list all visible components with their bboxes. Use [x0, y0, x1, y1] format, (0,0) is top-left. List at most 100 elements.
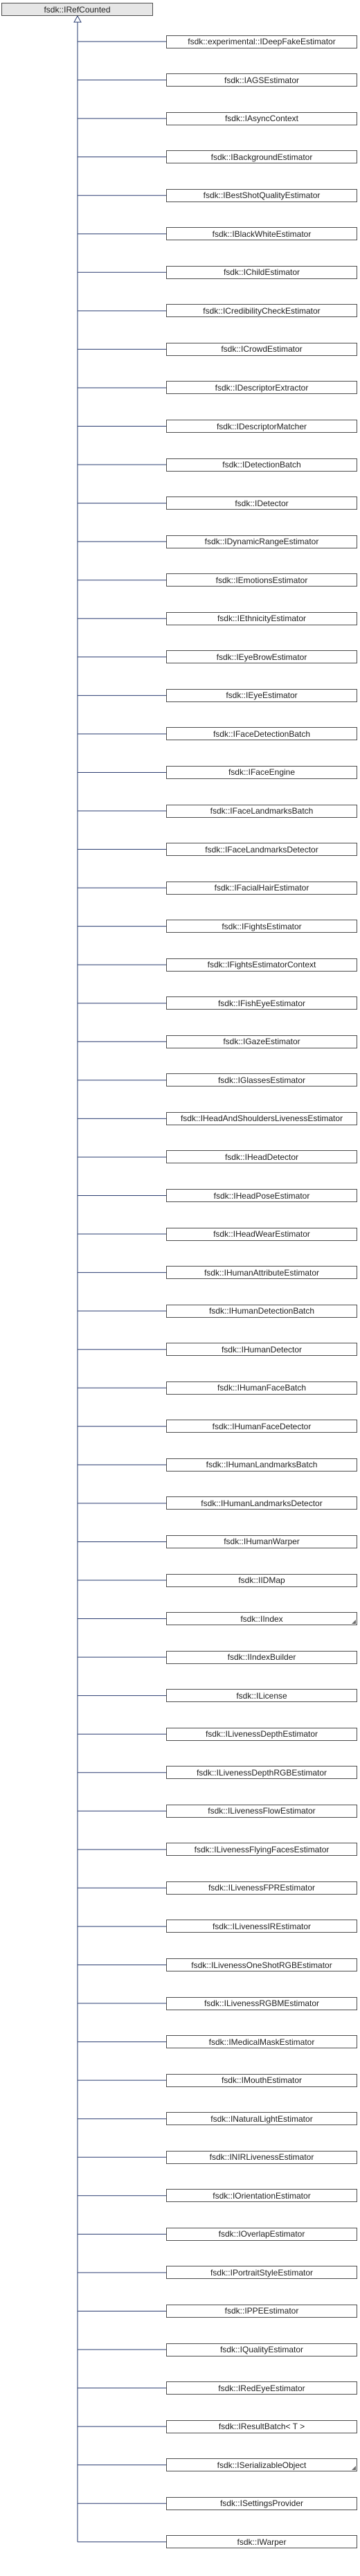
class-node[interactable]: fsdk::IDescriptorExtractor: [166, 381, 357, 395]
class-label: fsdk::IIndex: [240, 1613, 283, 1624]
class-node[interactable]: fsdk::IHeadPoseEstimator: [166, 1189, 357, 1202]
class-node[interactable]: fsdk::IDynamicRangeEstimator: [166, 535, 357, 548]
class-node[interactable]: fsdk::IHumanLandmarksDetector: [166, 1496, 357, 1510]
collapsed-subclasses-icon: [352, 2466, 356, 2471]
class-node[interactable]: fsdk::IHeadWearEstimator: [166, 1227, 357, 1241]
class-label: fsdk::IHumanFaceDetector: [212, 1421, 312, 1431]
class-label: fsdk::ILivenessDepthEstimator: [205, 1729, 318, 1739]
class-label: fsdk::ILivenessFlyingFacesEstimator: [194, 1844, 330, 1854]
class-node[interactable]: fsdk::IHumanWarper: [166, 1535, 357, 1548]
class-label: fsdk::IFaceLandmarksDetector: [205, 844, 318, 855]
class-node[interactable]: fsdk::IHumanLandmarksBatch: [166, 1458, 357, 1472]
class-node[interactable]: fsdk::IEyeBrowEstimator: [166, 650, 357, 664]
class-node[interactable]: fsdk::IHumanFaceBatch: [166, 1381, 357, 1395]
class-node[interactable]: fsdk::IFightsEstimator: [166, 920, 357, 933]
class-node[interactable]: fsdk::IHumanAttributeEstimator: [166, 1266, 357, 1280]
class-node[interactable]: fsdk::IDescriptorMatcher: [166, 420, 357, 433]
class-label: fsdk::IFightsEstimator: [222, 921, 302, 931]
class-label: fsdk::IFacialHairEstimator: [214, 883, 309, 893]
class-label: fsdk::IHumanWarper: [224, 1537, 300, 1547]
class-node[interactable]: fsdk::IDetectionBatch: [166, 458, 357, 472]
class-label: fsdk::IHeadWearEstimator: [213, 1229, 310, 1240]
class-node[interactable]: fsdk::IFacialHairEstimator: [166, 881, 357, 895]
collapsed-subclasses-icon: [352, 1620, 356, 1625]
class-node[interactable]: fsdk::IPortraitStyleEstimator: [166, 2266, 357, 2280]
class-node[interactable]: fsdk::experimental::IDeepFakeEstimator: [166, 35, 357, 48]
class-node[interactable]: fsdk::IDetector: [166, 497, 357, 510]
class-node[interactable]: fsdk::IFaceDetectionBatch: [166, 727, 357, 741]
class-node[interactable]: fsdk::IOverlapEstimator: [166, 2227, 357, 2241]
class-label: fsdk::IWarper: [237, 2537, 287, 2547]
class-node[interactable]: fsdk::ILivenessFPREstimator: [166, 1881, 357, 1895]
class-label: fsdk::IHumanLandmarksBatch: [206, 1460, 318, 1470]
class-node[interactable]: fsdk::ILivenessIREstimator: [166, 1920, 357, 1933]
class-node[interactable]: fsdk::IFightsEstimatorContext: [166, 958, 357, 972]
class-node[interactable]: fsdk::IChildEstimator: [166, 265, 357, 279]
class-node[interactable]: fsdk::ICredibilityCheckEstimator: [166, 304, 357, 318]
class-label: fsdk::IDetectionBatch: [222, 460, 301, 470]
class-node[interactable]: fsdk::IResultBatch< T >: [166, 2420, 357, 2433]
class-node[interactable]: fsdk::IAsyncContext: [166, 111, 357, 125]
class-node[interactable]: fsdk::IHumanFaceDetector: [166, 1420, 357, 1433]
class-node[interactable]: fsdk::ILivenessRGBMEstimator: [166, 1996, 357, 2010]
class-node[interactable]: fsdk::IFishEyeEstimator: [166, 996, 357, 1010]
class-label: fsdk::IGazeEstimator: [223, 1037, 300, 1047]
root-class-node[interactable]: fsdk::IRefCounted: [1, 3, 153, 16]
class-label: fsdk::ISerializableObject: [217, 2460, 307, 2470]
class-node[interactable]: fsdk::IWarper: [166, 2535, 357, 2549]
class-label: fsdk::IMouthEstimator: [221, 2075, 303, 2086]
class-label: fsdk::IIndexBuilder: [227, 1652, 296, 1663]
class-node[interactable]: fsdk::IGazeEstimator: [166, 1035, 357, 1048]
class-node[interactable]: fsdk::IOrientationEstimator: [166, 2189, 357, 2203]
class-node[interactable]: fsdk::ILivenessFlyingFacesEstimator: [166, 1843, 357, 1857]
class-node[interactable]: fsdk::IBestShotQualityEstimator: [166, 188, 357, 202]
class-node[interactable]: fsdk::IBackgroundEstimator: [166, 150, 357, 164]
class-node[interactable]: fsdk::IIndexBuilder: [166, 1650, 357, 1664]
inheritance-arrowhead: [73, 15, 82, 23]
class-label: fsdk::ILivenessIREstimator: [212, 1921, 312, 1931]
class-node[interactable]: fsdk::IEthnicityEstimator: [166, 611, 357, 625]
class-node[interactable]: fsdk::IRedEyeEstimator: [166, 2381, 357, 2395]
class-node[interactable]: fsdk::IHumanDetectionBatch: [166, 1304, 357, 1318]
class-node[interactable]: fsdk::IIDMap: [166, 1573, 357, 1587]
class-node[interactable]: fsdk::ICrowdEstimator: [166, 342, 357, 356]
class-label: fsdk::IHeadPoseEstimator: [213, 1190, 310, 1201]
class-node[interactable]: fsdk::ILivenessOneShotRGBEstimator: [166, 1958, 357, 1971]
class-node[interactable]: fsdk::IEyeEstimator: [166, 688, 357, 702]
class-node[interactable]: fsdk::ILivenessDepthEstimator: [166, 1727, 357, 1741]
class-label: fsdk::IDescriptorMatcher: [216, 421, 307, 431]
class-node[interactable]: fsdk::ILivenessFlowEstimator: [166, 1804, 357, 1818]
class-node[interactable]: fsdk::INaturalLightEstimator: [166, 2112, 357, 2126]
class-node[interactable]: fsdk::IFaceLandmarksDetector: [166, 843, 357, 857]
class-node[interactable]: fsdk::INIRLivenessEstimator: [166, 2150, 357, 2164]
class-node[interactable]: fsdk::ILivenessDepthRGBEstimator: [166, 1766, 357, 1780]
class-node[interactable]: fsdk::IIndex: [166, 1612, 357, 1626]
class-node[interactable]: fsdk::IMouthEstimator: [166, 2073, 357, 2087]
class-node[interactable]: fsdk::IMedicalMaskEstimator: [166, 2035, 357, 2049]
class-node[interactable]: fsdk::IHumanDetector: [166, 1343, 357, 1357]
class-label: fsdk::IFishEyeEstimator: [217, 998, 306, 1008]
class-label: fsdk::ILivenessFPREstimator: [208, 1883, 316, 1893]
class-label: fsdk::IEmotionsEstimator: [215, 575, 308, 585]
class-node[interactable]: fsdk::IGlassesEstimator: [166, 1073, 357, 1087]
class-node[interactable]: fsdk::IAGSEstimator: [166, 73, 357, 87]
class-node[interactable]: fsdk::IFaceEngine: [166, 765, 357, 779]
class-node[interactable]: fsdk::IBlackWhiteEstimator: [166, 227, 357, 241]
class-node[interactable]: fsdk::IQualityEstimator: [166, 2343, 357, 2356]
class-node[interactable]: fsdk::ILicense: [166, 1689, 357, 1703]
class-node[interactable]: fsdk::IEmotionsEstimator: [166, 573, 357, 587]
class-node[interactable]: fsdk::IPPEEstimator: [166, 2304, 357, 2318]
class-label: fsdk::IBackgroundEstimator: [210, 152, 313, 162]
class-node[interactable]: fsdk::IHeadAndShouldersLivenessEstimator: [166, 1111, 357, 1125]
class-node[interactable]: fsdk::IFaceLandmarksBatch: [166, 804, 357, 818]
class-label: fsdk::IMedicalMaskEstimator: [208, 2037, 315, 2047]
class-node[interactable]: fsdk::ISettingsProvider: [166, 2496, 357, 2510]
class-node[interactable]: fsdk::IHeadDetector: [166, 1150, 357, 1164]
class-node[interactable]: fsdk::ISerializableObject: [166, 2458, 357, 2472]
class-label: fsdk::ISettingsProvider: [219, 2498, 304, 2509]
class-label: fsdk::IResultBatch< T >: [218, 2422, 305, 2432]
class-label: fsdk::IHumanFaceBatch: [217, 1383, 307, 1393]
class-label: fsdk::IOrientationEstimator: [213, 2190, 311, 2201]
